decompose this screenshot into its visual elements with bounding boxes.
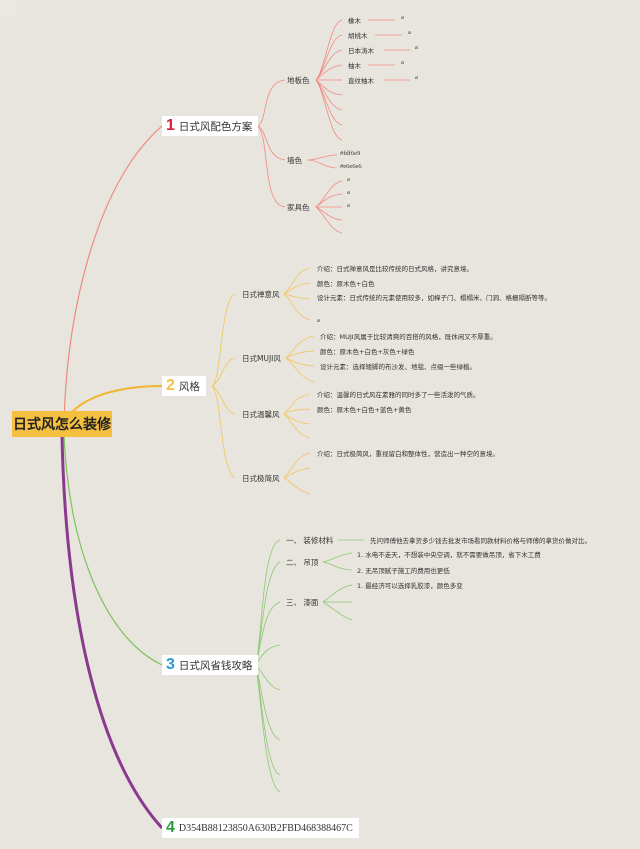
subtopic-zen-style[interactable]: 日式禅意风 <box>242 290 280 299</box>
corner-mark <box>0 0 16 16</box>
materials-tip[interactable]: 先问师傅他去拿货多少钱去批发市场看同款材料价格与师傅的拿货价做对比。 <box>370 537 591 545</box>
floor-item-straight-teak-value: a <box>415 74 418 81</box>
floor-item-teak-value: a <box>401 59 404 66</box>
subtopic-floor-color[interactable]: 地板色 <box>287 76 310 85</box>
topic-style[interactable]: 2 风格 <box>162 376 206 396</box>
subtopic-ceiling[interactable]: 二、 吊顶 <box>286 558 319 567</box>
furniture-color-1[interactable]: a <box>347 176 350 183</box>
floor-item-walnut-value: a <box>408 29 411 36</box>
root-label: 日式风怎么装修 <box>13 417 111 433</box>
muji-intro[interactable]: 介绍：MUJI风属于比较清爽的百搭的风格，既休闲又不厚重。 <box>320 333 497 341</box>
floor-item-japanese-wood[interactable]: 日本涛木 <box>348 47 374 55</box>
wall-color-2[interactable]: #e6e6e6 <box>340 163 362 170</box>
topic-saving-tips[interactable]: 3 日式风省钱攻略 <box>162 655 259 675</box>
topic-number: 3 <box>166 656 175 673</box>
floor-item-japanese-wood-value: a <box>415 44 418 51</box>
topic-hash-id[interactable]: 4 D354B88123850A630B2FBD468388467C <box>162 818 359 838</box>
minimal-intro[interactable]: 介绍：日式极简风，重视留白和整体性，营造出一种空的意境。 <box>317 450 499 458</box>
subtopic-wall-color[interactable]: 墙色 <box>287 156 302 165</box>
subtopic-cozy-style[interactable]: 日式温馨风 <box>242 410 280 419</box>
floor-item-walnut[interactable]: 胡桃木 <box>348 32 368 40</box>
topic-number: 1 <box>166 117 175 134</box>
topic-label: D354B88123850A630B2FBD468388467C <box>178 822 353 834</box>
subtopic-furniture-color[interactable]: 家具色 <box>287 203 310 212</box>
zen-extra[interactable]: a <box>317 317 320 324</box>
topic-label: 日式风省钱攻略 <box>178 659 253 672</box>
muji-design[interactable]: 设计元素：选择矮脚的布沙发、地毯、点缀一些绿植。 <box>320 363 476 371</box>
topic-number: 4 <box>166 819 175 836</box>
zen-color[interactable]: 颜色：原木色+白色 <box>317 280 375 288</box>
subtopic-muji-style[interactable]: 日式MUJI风 <box>242 354 281 363</box>
floor-item-straight-teak[interactable]: 直纹柚木 <box>348 77 374 85</box>
furniture-color-3[interactable]: a <box>347 202 350 209</box>
root-node[interactable]: 日式风怎么装修 <box>12 411 112 437</box>
topic-color-scheme[interactable]: 1 日式风配色方案 <box>162 116 259 136</box>
zen-intro[interactable]: 介绍：日式禅意风是比较传统的日式风格，讲究意境。 <box>317 265 473 273</box>
subtopic-minimal-style[interactable]: 日式极简风 <box>242 474 280 483</box>
wall-color-1[interactable]: #fdf6e9 <box>340 150 361 157</box>
ceiling-tip-1[interactable]: 1. 水电不走天，不想装中央空调，就不需要做吊顶，省下木工费 <box>357 551 541 559</box>
floor-item-oak-value: a <box>401 14 404 21</box>
floor-item-teak[interactable]: 柚木 <box>348 62 361 70</box>
zen-design[interactable]: 设计元素：日式传统的元素使用较多，如樟子门、榻榻米、门洞、格栅隔断等等。 <box>317 294 551 302</box>
furniture-color-2[interactable]: a <box>347 189 350 196</box>
ceiling-tip-2[interactable]: 2. 无吊顶腻子施工的费用也更低 <box>357 567 450 575</box>
muji-color[interactable]: 颜色：原木色+白色+灰色+绿色 <box>320 348 415 356</box>
subtopic-paint[interactable]: 三、 漆面 <box>286 598 319 607</box>
cozy-intro[interactable]: 介绍：温馨的日式风在素雅的同时多了一些活泼的气质。 <box>317 391 480 399</box>
floor-item-oak[interactable]: 橡木 <box>348 17 361 25</box>
paint-tip-1[interactable]: 1. 最经济可以选择乳胶漆，颜色多变 <box>357 582 463 590</box>
topic-number: 2 <box>166 377 175 394</box>
cozy-color[interactable]: 颜色：原木色+白色+蓝色+黄色 <box>317 406 412 414</box>
topic-label: 日式风配色方案 <box>178 120 253 133</box>
subtopic-materials[interactable]: 一、 装修材料 <box>286 536 334 545</box>
topic-label: 风格 <box>178 380 200 393</box>
